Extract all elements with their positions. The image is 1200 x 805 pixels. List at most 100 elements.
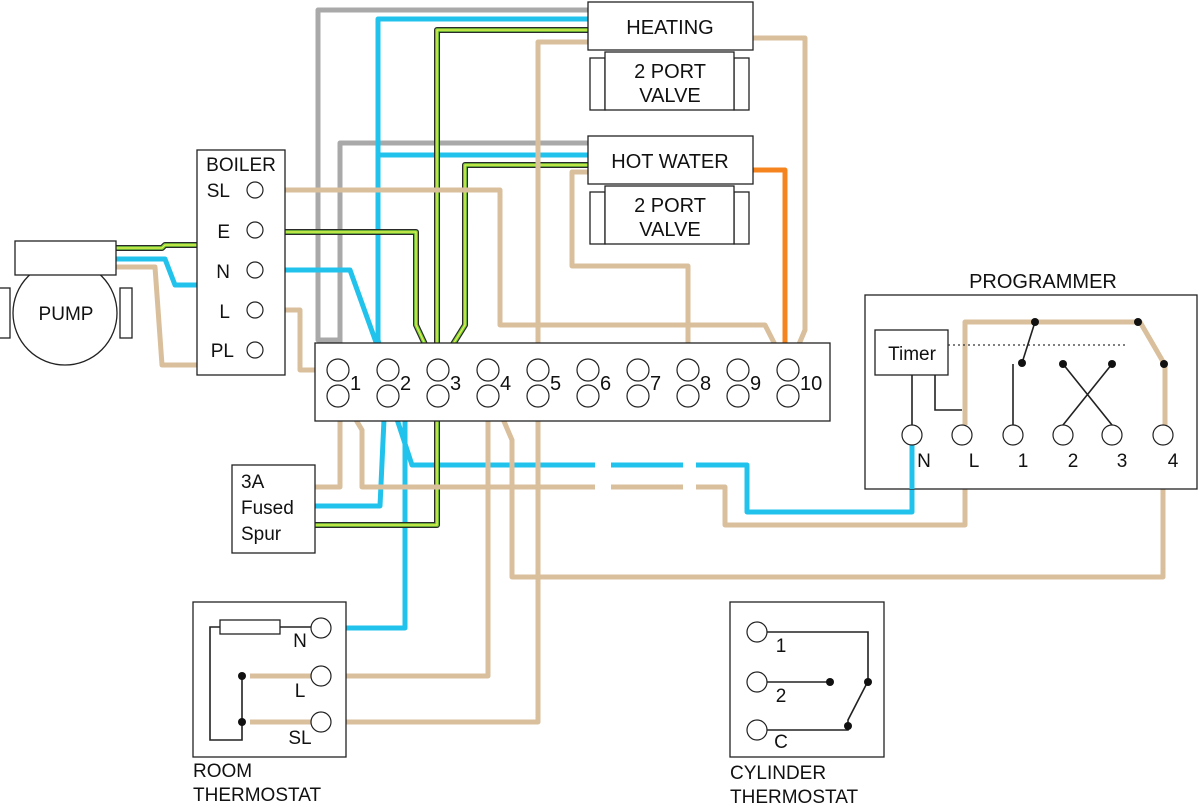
cylinder-thermostat: 1 2 C CYLINDER THERMOSTAT xyxy=(729,601,885,805)
cylinder-thermostat-contact xyxy=(826,678,834,686)
svg-text:N: N xyxy=(216,262,230,283)
wire-blue-heating xyxy=(375,16,588,371)
programmer-terminal-label: 3 xyxy=(1117,451,1128,472)
wire-tan-sl-10 xyxy=(262,187,791,372)
fused-spur-box xyxy=(231,464,316,554)
junction-terminal-label: 4 xyxy=(500,373,511,395)
boiler-box xyxy=(196,149,286,376)
junction-terminal-screw xyxy=(776,384,800,408)
room-thermostat-title-line2: THERMOSTAT xyxy=(193,785,321,805)
junction-terminal-screw xyxy=(426,358,450,382)
switch-contact xyxy=(1134,318,1142,326)
junction-terminal-screw xyxy=(676,358,700,382)
svg-text:L: L xyxy=(219,302,230,323)
junction-terminal-screw xyxy=(726,384,750,408)
hot-water-valve: HOT WATER 2 PORT VALVE xyxy=(587,135,754,245)
boiler-terminal-e: E xyxy=(217,221,264,243)
wire-orange-hotwater-10 xyxy=(753,167,788,370)
junction-terminal-screw xyxy=(676,384,700,408)
junction-terminal-label: 8 xyxy=(700,373,711,395)
junction-terminal-screw xyxy=(626,358,650,382)
pump-pipe-right xyxy=(119,287,133,339)
boiler-terminal-l: L xyxy=(219,301,264,323)
heating-valve-body xyxy=(604,51,735,111)
junction-terminal-label: 9 xyxy=(750,373,761,395)
wire-blue-spur xyxy=(315,397,388,509)
boiler-terminal-circle xyxy=(246,221,264,239)
fused-spur: 3A Fused Spur xyxy=(231,464,316,554)
junction-terminal-7: 7 xyxy=(626,358,661,408)
boiler-terminal-circle xyxy=(246,301,264,319)
junction-terminal-4: 4 xyxy=(476,358,511,408)
programmer-terminal-circle xyxy=(951,424,973,446)
cylinder-thermostat-contact xyxy=(864,678,872,686)
junction-terminal-1: 1 xyxy=(326,358,361,408)
room-thermostat-contact xyxy=(238,672,246,680)
heating-valve-pipe-right xyxy=(733,57,750,111)
junction-terminal-screw xyxy=(526,384,550,408)
programmer-title: PROGRAMMER xyxy=(969,271,1117,293)
room-thermostat-terminal-n: N xyxy=(293,617,332,652)
room-thermostat-internal-tan xyxy=(250,673,312,725)
room-thermostat: N L SL ROOM THERMOSTAT xyxy=(192,601,347,805)
wire-tan-spur-1 xyxy=(315,398,343,490)
programmer-switch-cross xyxy=(1062,363,1113,426)
timer-label: Timer xyxy=(888,344,937,365)
switch-contact xyxy=(1031,318,1039,326)
svg-text:SL: SL xyxy=(288,728,311,749)
junction-terminal-screw xyxy=(376,384,400,408)
svg-text:2: 2 xyxy=(776,686,787,707)
wire-tan-heating-5 xyxy=(535,39,588,370)
junction-terminal-5: 5 xyxy=(526,358,561,408)
programmer-terminal-1: 1 xyxy=(1002,424,1028,472)
pump-pipe-left xyxy=(0,287,11,339)
hot-water-valve-body xyxy=(604,185,735,245)
svg-text:E: E xyxy=(217,222,230,243)
room-thermostat-terminal-sl: SL xyxy=(288,711,332,749)
junction-terminal-screw xyxy=(426,384,450,408)
boiler-terminal-pl: PL xyxy=(211,341,264,362)
cylinder-thermostat-title-line2: THERMOSTAT xyxy=(730,787,858,805)
wire-blue-boiler-n xyxy=(262,267,389,371)
switch-contact xyxy=(1108,360,1116,368)
cylinder-thermostat-contact xyxy=(844,722,852,730)
boiler-terminal-sl: SL xyxy=(207,181,264,202)
junction-terminal-screw xyxy=(476,384,500,408)
svg-text:PL: PL xyxy=(211,341,234,362)
programmer-switch-1 xyxy=(1012,321,1036,425)
programmer-terminal-label: 4 xyxy=(1168,451,1179,472)
switch-contact xyxy=(1018,359,1026,367)
fused-spur-line1: 3A xyxy=(241,472,265,493)
programmer-terminal-4: 4 xyxy=(1152,424,1179,472)
wire-tan-programmer-internal xyxy=(962,319,1168,425)
junction-terminal-label: 7 xyxy=(650,373,661,395)
junction-terminal-9: 9 xyxy=(726,358,761,408)
junction-terminal-2: 2 xyxy=(376,358,411,408)
hot-water-valve-body-line1: 2 PORT xyxy=(634,195,706,217)
junction-terminal-screw xyxy=(626,384,650,408)
junction-terminal-screw xyxy=(726,358,750,382)
junction-terminal-label: 3 xyxy=(450,373,461,395)
pump-terminal-box xyxy=(14,240,117,276)
programmer-terminal-l: L xyxy=(951,424,980,472)
wire-tan-heating-10 xyxy=(753,35,808,371)
junction-terminal-8: 8 xyxy=(676,358,711,408)
heating-valve-pipe-left xyxy=(589,57,606,111)
junction-terminal-screw xyxy=(576,358,600,382)
junction-terminal-screw xyxy=(326,384,350,408)
timer-wiring xyxy=(911,375,962,425)
junction-terminal-label: 2 xyxy=(400,373,411,395)
cylinder-thermostat-terminal-1: 1 xyxy=(746,621,787,657)
junction-terminal-label: 10 xyxy=(800,373,822,395)
pump: PUMP xyxy=(0,240,133,366)
programmer-terminal-label: 2 xyxy=(1068,451,1079,472)
programmer-terminal-label: L xyxy=(969,451,980,472)
room-thermostat-resistor xyxy=(219,619,281,635)
svg-text:1: 1 xyxy=(776,636,787,657)
junction-terminal-10: 10 xyxy=(776,358,822,408)
